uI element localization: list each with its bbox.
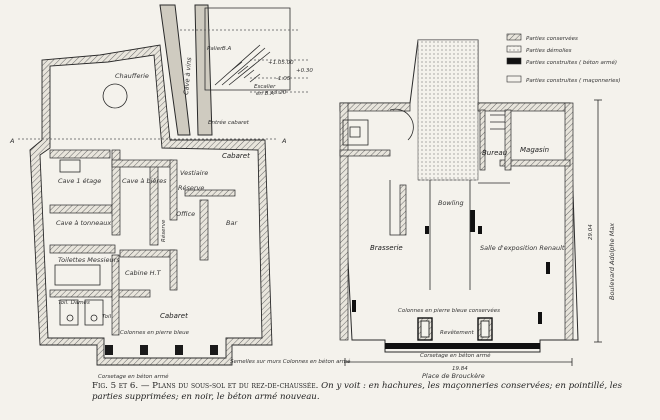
caption-fig: Fig. 5 et 6. <box>92 381 139 391</box>
level-2: +0.30 <box>296 68 313 74</box>
entree-cabaret-text: Entrée cabaret <box>208 119 250 126</box>
ground-floor-plan <box>339 39 602 366</box>
label-cabine-ht: Cabine H.T <box>125 269 162 277</box>
label-escalier-ba: en B.A <box>256 91 274 97</box>
label-bar: Bar <box>226 219 238 227</box>
basement-outer-walls <box>29 44 273 366</box>
level-3: -1.05 <box>276 76 291 82</box>
label-bowling: Bowling <box>438 199 464 207</box>
label-toil-dames: Toil. Dames <box>58 300 90 306</box>
level-4: -3.20 <box>272 90 287 96</box>
label-place: Place de Brouckère <box>422 372 485 380</box>
label-chaufferie: Chaufferie <box>115 72 149 80</box>
label-escalier: Escalier <box>254 84 276 90</box>
figure-caption: Fig. 5 et 6. — Plans du sous-sol et du r… <box>92 381 640 403</box>
legend-label-maconneries: Parties construites ( maçonneries) <box>526 78 621 84</box>
label-palier: Palier <box>207 46 223 52</box>
label-office: Office <box>176 210 195 218</box>
legend-swatch-hatch <box>506 33 522 41</box>
legend-swatch-empty <box>506 75 522 83</box>
label-corsetage-left: Corsetage en béton armé <box>98 373 169 380</box>
caption-lead: — Plans du sous-sol et du rez-de-chaussé… <box>138 381 319 391</box>
label-cave-1-etage: Cave 1 étage <box>58 177 101 185</box>
label-toil: Toil <box>102 314 112 320</box>
label-cave-a-vins: Cave à vins <box>182 56 193 95</box>
label-cave-a-bieres: Cave à bières <box>122 177 167 185</box>
legend-label-beton: Parties construites ( béton armé) <box>526 59 617 66</box>
section-a-right: A <box>281 137 286 145</box>
label-reserve: Réserve <box>178 184 204 192</box>
caption-body: On y voit : en hachures, les maçonneries… <box>92 381 623 402</box>
label-semelles: Semelles sur murs Colonnes en béton armé <box>230 358 351 365</box>
level-1: +1.05.00 <box>268 60 294 66</box>
label-colonnes-conservees: Colonnes en pierre bleue conservées <box>398 307 500 314</box>
legend: Parties conservées Parties démolies Part… <box>506 33 621 84</box>
legend-label-demolies: Parties démolies <box>526 47 572 54</box>
label-cabaret-bottom: Cabaret <box>160 312 188 320</box>
basement-labels: Chaufferie Cave à vins Entrée cabaret Pa… <box>9 46 351 380</box>
label-reserve-vertical: Réserve <box>160 219 167 242</box>
label-toilettes-messieurs: Toilettes Messieurs <box>58 256 120 264</box>
label-colonnes-pierre: Colonnes en pierre bleue <box>120 330 190 336</box>
dimension-width: 19.84 <box>452 366 468 372</box>
legend-swatch-black <box>506 57 522 65</box>
label-cabaret-top: Cabaret <box>222 152 250 160</box>
label-boulevard: Boulevard Adolphe Max <box>608 223 616 300</box>
legend-label-conservees: Parties conservées <box>526 35 578 42</box>
label-cave-a-tonneaux: Cave à tonneaux <box>56 219 111 227</box>
section-a-left: A <box>9 137 14 145</box>
label-magasin: Magasin <box>520 146 549 154</box>
label-bureau: Bureau <box>482 149 508 157</box>
label-brasserie: Brasserie <box>370 244 403 252</box>
label-revetement: Revêtement <box>440 329 475 336</box>
ground-floor-labels: Bureau Magasin Bowling Brasserie Salle d… <box>370 146 616 380</box>
dimension-height: 29.04 <box>588 224 594 240</box>
label-vestiaire: Vestiaire <box>180 169 208 177</box>
legend-swatch-dotted <box>506 45 522 53</box>
label-salle-exposition: Salle d'exposition Renault <box>480 244 565 252</box>
label-entree-cabaret: Entrée cabaret <box>208 119 250 126</box>
basement-plan <box>18 4 310 366</box>
label-palier-ba: B.A <box>222 46 232 52</box>
label-corsetage-right: Corsetage en béton armé <box>420 352 491 359</box>
